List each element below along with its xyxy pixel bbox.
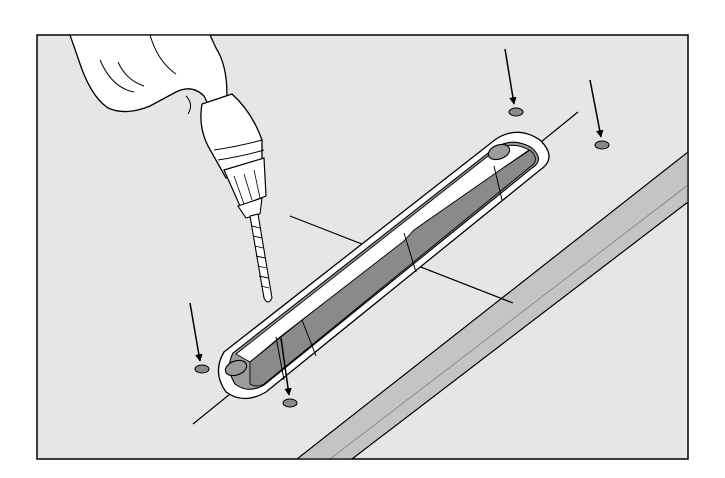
drill-bit-icon bbox=[249, 213, 273, 303]
countertop-edge bbox=[296, 151, 688, 459]
drill-hole-marker bbox=[194, 364, 210, 374]
arrow-icon bbox=[189, 302, 203, 362]
drill-icon bbox=[69, 35, 273, 303]
drill-hole-marker bbox=[594, 140, 610, 150]
drill-chuck bbox=[223, 157, 267, 207]
corner-hole-top bbox=[487, 143, 511, 161]
arrow-icon bbox=[504, 48, 517, 105]
drill-hole-marker bbox=[282, 398, 298, 408]
drill-handle bbox=[69, 35, 228, 117]
corner-hole-bottom bbox=[224, 359, 248, 377]
arrow-icon bbox=[280, 337, 292, 396]
arrow-icon bbox=[589, 79, 604, 138]
drill-hole-marker bbox=[508, 107, 524, 117]
cutout-depth-face bbox=[249, 149, 536, 387]
